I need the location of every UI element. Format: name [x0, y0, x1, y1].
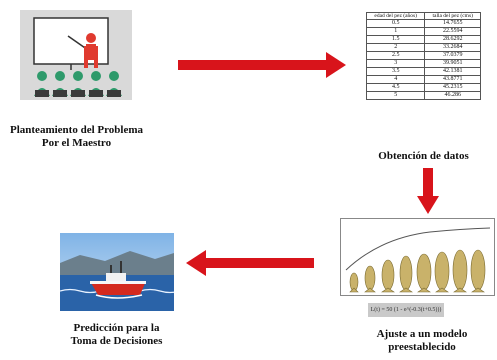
fit-caption-line1: Ajuste a un modelo — [376, 328, 468, 340]
data-table: edad del pez (años) talla del pez (cms) … — [365, 12, 481, 100]
table-cell: 43.8771 — [424, 75, 481, 84]
table-cell: 45.2315 — [424, 83, 481, 92]
fit-caption-line2: preestablecido — [388, 341, 456, 353]
table-cell: 4 — [365, 75, 426, 84]
predict-caption-line1: Predicción para la — [73, 322, 160, 334]
predict-caption-line2: Toma de Decisiones — [70, 335, 163, 347]
arrow-down — [417, 168, 439, 214]
arrow-right — [178, 52, 346, 78]
table-cell: 28.6292 — [424, 35, 481, 44]
presentation-icon — [20, 10, 132, 100]
problem-caption: Planteamiento del Problema Por el Maestr… — [4, 124, 149, 150]
table-cell: 33.2684 — [424, 43, 481, 52]
problem-caption-line1: Planteamiento del Problema — [10, 124, 143, 136]
table-cell: 37.0379 — [424, 51, 481, 60]
table-cell: 42.1381 — [424, 67, 481, 76]
predict-caption: Predicción para la Toma de Decisiones — [44, 322, 189, 348]
table-cell: 3.5 — [365, 67, 426, 76]
table-cell: 39.9051 — [424, 59, 481, 68]
table-cell: 5 — [365, 91, 426, 100]
table-cell: 0.5 — [365, 19, 426, 28]
table-cell: 2 — [365, 43, 426, 52]
fit-caption: Ajuste a un modelo preestablecido — [352, 328, 492, 354]
table-header-length: talla del pez (cms) — [424, 12, 481, 20]
model-formula: L(t) = 50 (1 - e^(-0.3(t+0.5))) — [368, 303, 444, 317]
arrow-left — [186, 250, 314, 276]
table-cell: 2.5 — [365, 51, 426, 60]
table-cell: 14.7655 — [424, 19, 481, 28]
table-cell: 1 — [365, 27, 426, 36]
fish-growth-illustration — [340, 218, 495, 296]
table-cell: 1.5 — [365, 35, 426, 44]
data-caption: Obtención de datos — [378, 150, 469, 162]
table-cell: 22.5594 — [424, 27, 481, 36]
problem-caption-line2: Por el Maestro — [41, 137, 112, 149]
table-cell: 4.5 — [365, 83, 426, 92]
table-header-age: edad del pez (años) — [365, 12, 426, 20]
fishing-boat-image — [60, 233, 174, 311]
table-cell: 46.286 — [424, 91, 481, 100]
table-cell: 3 — [365, 59, 426, 68]
